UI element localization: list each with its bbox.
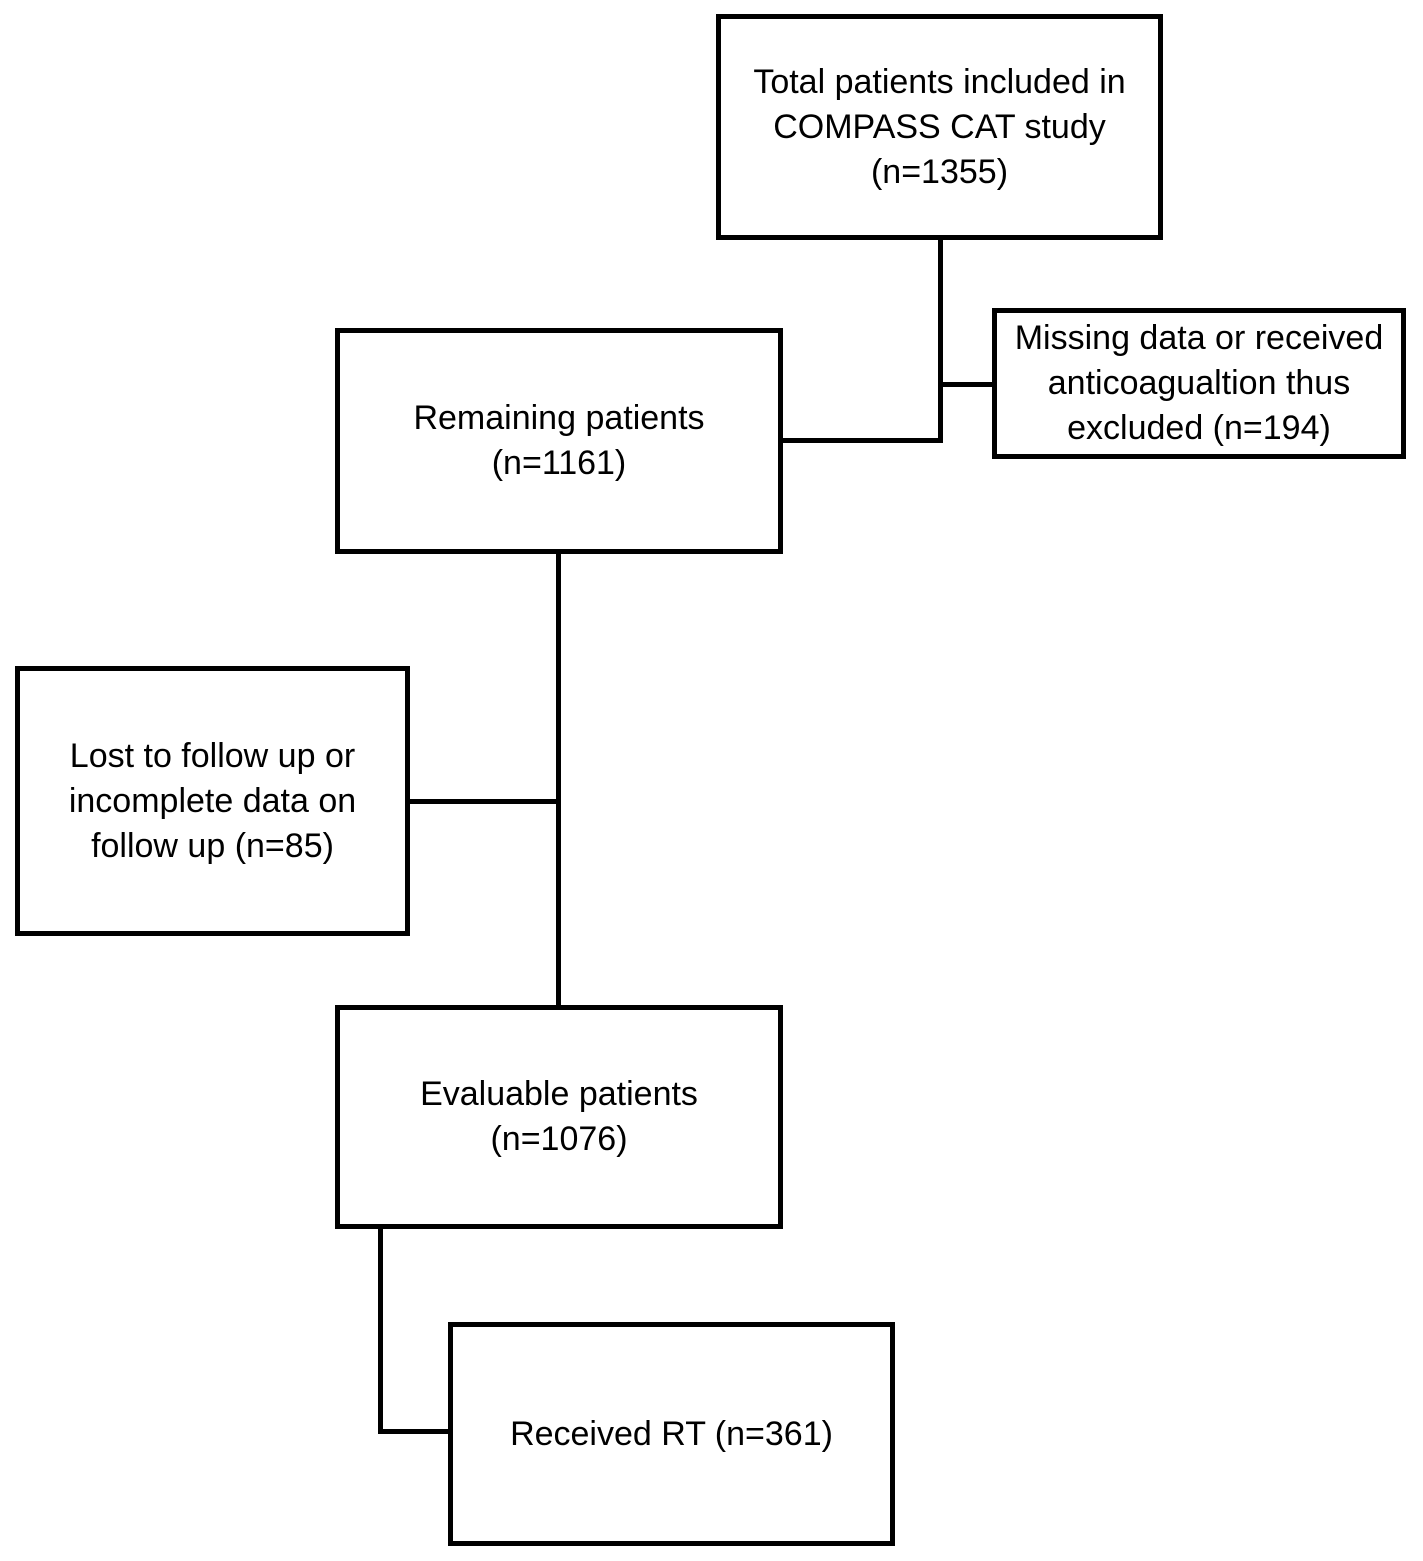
node-received-rt-label: Received RT (n=361) <box>510 1412 833 1457</box>
text-line: (n=1355) <box>870 152 1009 191</box>
text-line: Missing data or received <box>1014 319 1384 357</box>
connector-to-rt-line <box>378 1429 453 1434</box>
connector-remaining-down-line <box>556 552 561 1008</box>
connector-remaining-right-line <box>781 438 942 443</box>
node-remaining-patients: Remaining patients (n=1161) <box>335 328 783 554</box>
text-line: Total patients included in <box>753 62 1126 101</box>
node-remaining-patients-label: Remaining patients (n=1161) <box>413 396 704 486</box>
text-line: COMPASS CAT study <box>773 107 1106 146</box>
text-line: Remaining patients <box>413 399 705 437</box>
text-line: incomplete data on <box>68 781 357 820</box>
node-received-rt: Received RT (n=361) <box>448 1322 895 1546</box>
connector-evaluable-down-line <box>378 1227 383 1434</box>
connector-lost-right-line <box>407 799 561 804</box>
text-line: excluded (n=194) <box>1067 409 1331 447</box>
text-line: Evaluable patients <box>420 1075 698 1113</box>
text-line: anticoagualtion thus <box>1047 364 1351 402</box>
text-line: (n=1161) <box>491 444 627 482</box>
text-line: Received RT (n=361) <box>510 1414 833 1453</box>
node-total-patients: Total patients included in COMPASS CAT s… <box>716 14 1163 240</box>
node-evaluable-patients: Evaluable patients (n=1076) <box>335 1005 783 1229</box>
node-lost-to-follow-up-label: Lost to follow up or incomplete data on … <box>69 734 356 869</box>
node-evaluable-patients-label: Evaluable patients (n=1076) <box>420 1072 698 1162</box>
connector-total-down-line <box>938 238 943 443</box>
node-total-patients-label: Total patients included in COMPASS CAT s… <box>753 60 1125 195</box>
text-line: (n=1076) <box>490 1120 628 1158</box>
connector-to-missing-line <box>940 382 992 387</box>
text-line: follow up (n=85) <box>91 826 334 865</box>
node-missing-data-excluded-label: Missing data or received anticoagualtion… <box>1015 316 1384 451</box>
text-line: Lost to follow up or <box>69 736 356 775</box>
node-lost-to-follow-up: Lost to follow up or incomplete data on … <box>15 666 410 936</box>
node-missing-data-excluded: Missing data or received anticoagualtion… <box>992 308 1406 459</box>
